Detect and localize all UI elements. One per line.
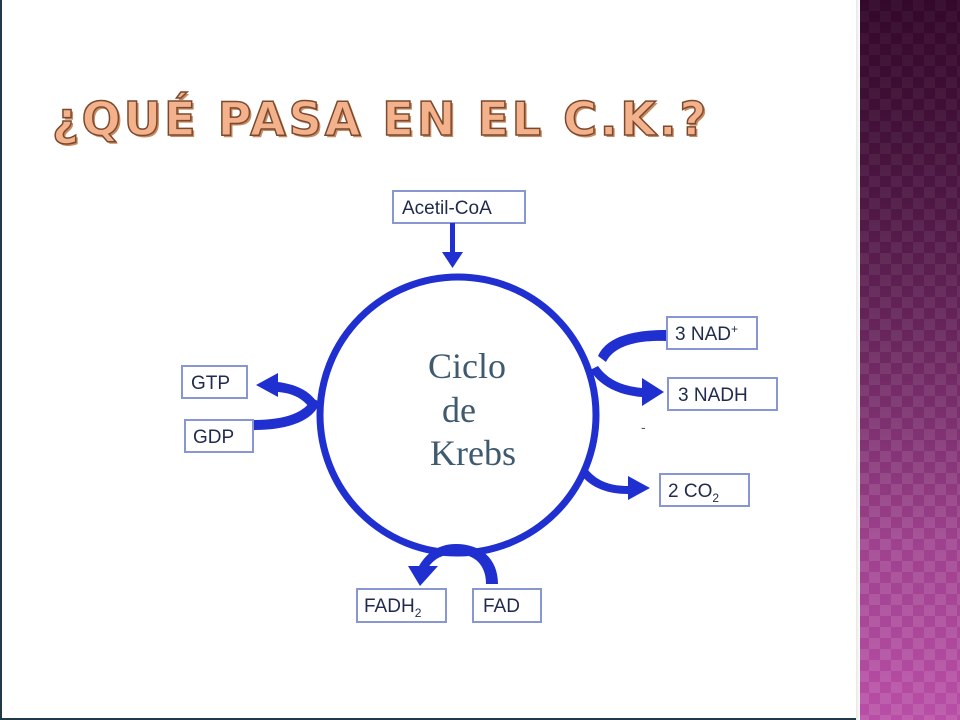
- fad-to-fadh2-arrow: [408, 544, 498, 586]
- slide-title: ¿QUÉ PASA EN EL C.K.?: [51, 92, 710, 146]
- center-label-line-2: de: [442, 390, 476, 430]
- center-label-line-1: Ciclo: [428, 346, 506, 386]
- gdp-box: GDP: [184, 419, 254, 453]
- acetil-coa-box: Acetil-CoA: [392, 190, 526, 224]
- acetil-coa-label: Acetil-CoA: [402, 198, 492, 219]
- stray-dash-annotation: -: [641, 419, 646, 435]
- gtp-label: GTP: [191, 373, 230, 394]
- gdp-label: GDP: [193, 427, 234, 448]
- fad-label: FAD: [483, 596, 520, 617]
- gtp-box: GTP: [181, 365, 248, 399]
- co2-label: 2 CO2: [668, 481, 719, 505]
- nadh-box: 3 NADH: [667, 377, 778, 411]
- fad-box: FAD: [472, 588, 542, 623]
- nad-to-nadh-arrow: [590, 330, 666, 406]
- gdp-to-gtp-arrow: [254, 373, 320, 430]
- decorative-side-panel: [858, 0, 960, 720]
- fadh2-label: FADH2: [364, 596, 422, 620]
- co2-arrow: [582, 470, 650, 500]
- center-label-line-3: Krebs: [430, 433, 516, 473]
- co2-box: 2 CO2: [659, 473, 750, 507]
- krebs-cycle-diagram: Ciclo de Krebs Acetil-CoA 3 NAD+ 3 NADH …: [181, 190, 778, 623]
- nad-box: 3 NAD+: [666, 316, 758, 350]
- side-panel-edge: [856, 0, 860, 720]
- fadh2-box: FADH2: [356, 588, 447, 623]
- acetil-coa-arrow: [442, 223, 463, 268]
- nad-label: 3 NAD+: [675, 322, 738, 345]
- nadh-label: 3 NADH: [678, 385, 748, 406]
